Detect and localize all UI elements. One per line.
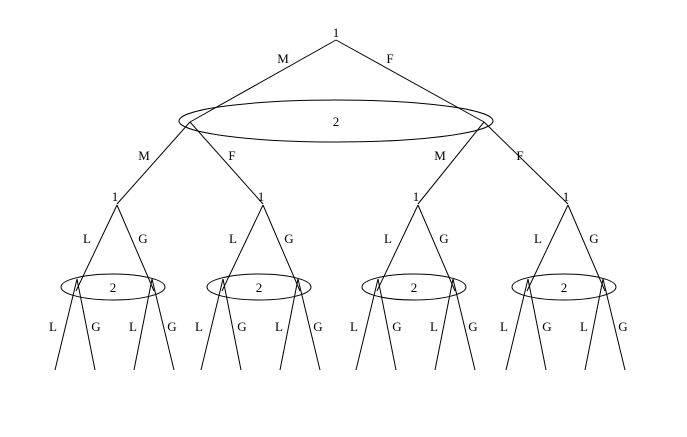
- edge: [376, 204, 419, 292]
- leaf-edge: [76, 278, 96, 371]
- node-player-label: 1: [563, 189, 570, 204]
- level2-action-label: M: [138, 148, 150, 163]
- level3-action-label: G: [439, 231, 448, 246]
- level4-action-label: L: [275, 319, 283, 334]
- leaf-edge: [584, 278, 604, 371]
- info-set-ellipse: [178, 99, 494, 143]
- info-set-player-label: 2: [333, 114, 340, 129]
- leaf-edge: [133, 278, 153, 371]
- level4-action-label: L: [350, 319, 358, 334]
- info-set-ellipse: [206, 273, 312, 301]
- node-player-label: 1: [258, 189, 265, 204]
- level3-action-label: G: [284, 231, 293, 246]
- info-set-player-label: 2: [110, 280, 117, 295]
- node-player-label: 1: [413, 189, 420, 204]
- edge: [116, 204, 155, 292]
- level3-action-label: L: [229, 231, 237, 246]
- edge: [526, 204, 569, 292]
- level4-action-label: L: [580, 319, 588, 334]
- info-set-player-label: 2: [411, 280, 418, 295]
- level4-action-label: L: [129, 319, 137, 334]
- leaf-edge: [151, 278, 175, 371]
- level4-action-label: G: [392, 319, 401, 334]
- leaf-edge: [355, 278, 379, 371]
- edge: [116, 121, 191, 205]
- root-action-label: F: [386, 51, 393, 66]
- level4-action-label: G: [313, 319, 322, 334]
- level4-action-label: L: [500, 319, 508, 334]
- info-set-ellipse: [511, 273, 617, 301]
- root-edge: [335, 39, 485, 123]
- level4-action-label: G: [167, 319, 176, 334]
- edge: [262, 204, 301, 292]
- level4-action-label: G: [237, 319, 246, 334]
- root-edge: [189, 39, 337, 123]
- edge: [417, 121, 485, 205]
- level4-action-label: G: [91, 319, 100, 334]
- leaf-edge: [527, 278, 547, 371]
- info-set-player-label: 2: [256, 280, 263, 295]
- edge: [189, 121, 264, 205]
- leaf-edge: [452, 278, 476, 371]
- edge: [75, 204, 118, 292]
- leaf-edge: [505, 278, 529, 371]
- leaf-edge: [434, 278, 454, 371]
- level2-action-label: F: [516, 148, 523, 163]
- info-set-ellipse: [361, 273, 467, 301]
- level3-action-label: G: [589, 231, 598, 246]
- root-player-label: 1: [333, 25, 340, 40]
- level3-action-label: G: [138, 231, 147, 246]
- level3-action-label: L: [384, 231, 392, 246]
- root-action-label: M: [277, 51, 289, 66]
- level3-action-label: L: [83, 231, 91, 246]
- level4-action-label: G: [618, 319, 627, 334]
- edge: [221, 204, 264, 292]
- leaf-edge: [602, 278, 626, 371]
- level2-action-label: M: [434, 148, 446, 163]
- leaf-edge: [200, 278, 224, 371]
- edge: [567, 204, 606, 292]
- level4-action-label: G: [542, 319, 551, 334]
- level4-action-label: L: [195, 319, 203, 334]
- leaf-edge: [377, 278, 397, 371]
- info-set-ellipse: [60, 273, 166, 301]
- level2-action-label: F: [228, 148, 235, 163]
- node-player-label: 1: [112, 189, 119, 204]
- level4-action-label: G: [468, 319, 477, 334]
- edge: [483, 121, 569, 205]
- level3-action-label: L: [534, 231, 542, 246]
- leaf-edge: [54, 278, 78, 371]
- leaf-edge: [279, 278, 299, 371]
- level4-action-label: L: [49, 319, 57, 334]
- leaf-edge: [222, 278, 242, 371]
- leaf-edge: [297, 278, 321, 371]
- level4-action-label: L: [430, 319, 438, 334]
- info-set-player-label: 2: [561, 280, 568, 295]
- edge: [417, 204, 456, 292]
